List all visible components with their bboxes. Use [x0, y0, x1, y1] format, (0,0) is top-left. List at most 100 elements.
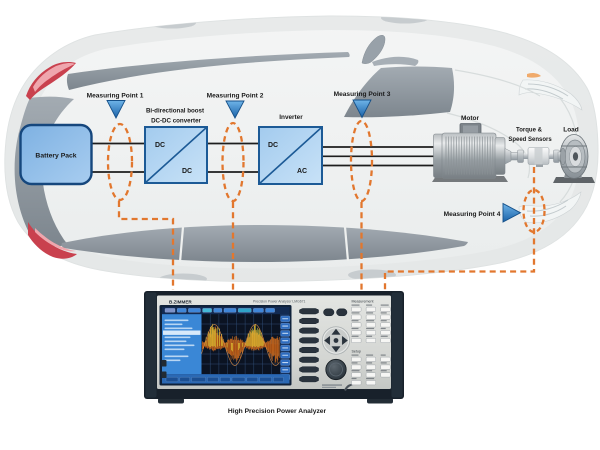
analyzer-panel-button	[365, 380, 376, 386]
analyzer-dpad	[321, 326, 351, 355]
probe-ellipse-4	[522, 188, 546, 234]
load-machine	[553, 134, 595, 183]
analyzer-panel-button	[380, 330, 391, 336]
load-stripes	[561, 145, 587, 168]
analyzer-usb-port-1	[161, 360, 167, 367]
analyzer-knob	[325, 358, 347, 381]
load-base	[553, 177, 595, 183]
car-front-marker	[527, 72, 541, 78]
probe-ellipse-3	[349, 119, 374, 203]
analyzer-panel-button	[351, 314, 362, 320]
inverter-diagonal	[258, 126, 323, 185]
car-headlight-top	[518, 79, 583, 111]
measuring-point-3-label: Measuring Point 3	[334, 91, 391, 98]
analyzer-panel-button	[351, 356, 362, 362]
motor-front-cap	[494, 137, 506, 175]
analyzer-panel-button	[351, 330, 362, 336]
probe-ellipse-1	[106, 122, 134, 202]
dcdc-title-line1: Bi-directional boost	[146, 108, 204, 115]
measuring-point-4: Measuring Point 4	[444, 202, 522, 223]
measuring-point-1-arrow-icon	[106, 100, 126, 119]
load-hub	[572, 152, 579, 161]
car-taillight-left-top	[26, 62, 76, 100]
analyzer-screen	[159, 305, 292, 386]
analyzer-rail-left	[145, 292, 157, 398]
car-mirror	[361, 35, 386, 64]
powertrain-wiring	[91, 142, 438, 173]
analyzer-panel-button	[365, 364, 376, 370]
analyzer-model: Precision Power Analyzer LMG671	[253, 300, 306, 304]
analyzer-panel-button	[380, 364, 391, 370]
load-label: Load	[563, 127, 579, 134]
probe-connections	[106, 119, 546, 290]
analyzer-panel-button	[365, 356, 376, 362]
analyzer-softkey	[299, 308, 319, 315]
waveform-spikes	[205, 323, 265, 352]
analyzer-panel-button	[365, 372, 376, 378]
car-headlight-bottom	[518, 191, 582, 224]
inverter-title: Inverter	[279, 114, 303, 121]
analyzer-panel-button	[351, 338, 362, 343]
sensor-label-line2: Speed Sensors	[508, 137, 552, 143]
car-taillight-left-bottom	[28, 222, 77, 259]
sensor-shaft-left	[523, 153, 529, 159]
analyzer-softkey	[299, 327, 319, 334]
analyzer-rail-right	[391, 292, 403, 398]
dcdc-input-label: DC	[155, 142, 165, 149]
screen-sidebar-selected-row	[163, 330, 201, 335]
car-window-pillars	[178, 226, 350, 263]
analyzer-panel-button	[351, 322, 362, 328]
analyzer-panel-button	[365, 314, 376, 320]
analyzer-panel-button	[365, 330, 376, 336]
sensor-shaft-right	[549, 153, 554, 159]
analyzer-foot-right	[367, 398, 393, 404]
measuring-point-2-arrow-icon	[225, 100, 245, 119]
analyzer-oval-button-1	[323, 308, 335, 317]
analyzer-panel-button	[365, 338, 376, 343]
analyzer-softkey	[299, 366, 319, 373]
dcdc-output-label: DC	[182, 168, 192, 175]
analyzer-panel-button	[365, 322, 376, 328]
dcdc-diagonal	[144, 126, 208, 184]
analyzer-panel-button	[380, 356, 391, 362]
analyzer-panel-button	[380, 372, 391, 378]
motor-label: Motor	[461, 115, 480, 122]
analyzer-softkey	[299, 337, 319, 344]
car-window-band-top	[66, 52, 350, 90]
car-windshield	[344, 66, 455, 118]
inverter-output-label: AC	[297, 168, 307, 175]
motor	[432, 123, 520, 182]
analyzer-dpad-center	[333, 338, 339, 343]
analyzer-oval-button-2	[336, 308, 348, 317]
sensor-label-line1: Torque &	[516, 128, 543, 134]
analyzer-softkey	[299, 376, 319, 383]
analyzer-foot-left	[158, 398, 184, 404]
motor-shaft-cone	[504, 148, 512, 165]
power-analyzer: B.ZIMMER Precision Power Analyzer LMG671	[144, 291, 404, 404]
measuring-point-2-label: Measuring Point 2	[207, 93, 264, 100]
measuring-point-2: Measuring Point 2	[207, 93, 264, 119]
analyzer-knob-ring	[329, 362, 343, 377]
analyzer-panel-button	[380, 338, 391, 343]
analyzer-panel-button	[351, 380, 362, 386]
probe-ellipse-2	[221, 121, 245, 203]
analyzer-softkey	[299, 356, 319, 363]
measuring-point-4-arrow-icon	[502, 202, 522, 223]
sensor-coupling-left	[517, 149, 524, 163]
dcdc-converter: DC DC Bi-directional boost DC-DC convert…	[144, 108, 208, 184]
measuring-point-1: Measuring Point 1	[87, 93, 144, 119]
measurement-group-label: Measurement	[352, 300, 374, 304]
analyzer-measurement-keys	[351, 304, 391, 343]
battery-pack-label: Battery Pack	[35, 153, 76, 160]
analyzer-dpad-arrows	[324, 328, 348, 353]
analyzer-panel-button	[351, 372, 362, 378]
analyzer-panel-button	[380, 322, 391, 328]
inverter-input-label: DC	[268, 142, 278, 149]
analyzer-panel-button	[380, 306, 391, 312]
measuring-point-3: Measuring Point 3	[334, 91, 391, 119]
analyzer-softkey	[299, 317, 319, 324]
inverter: DC AC Inverter	[258, 114, 323, 185]
load-flange	[560, 147, 566, 166]
